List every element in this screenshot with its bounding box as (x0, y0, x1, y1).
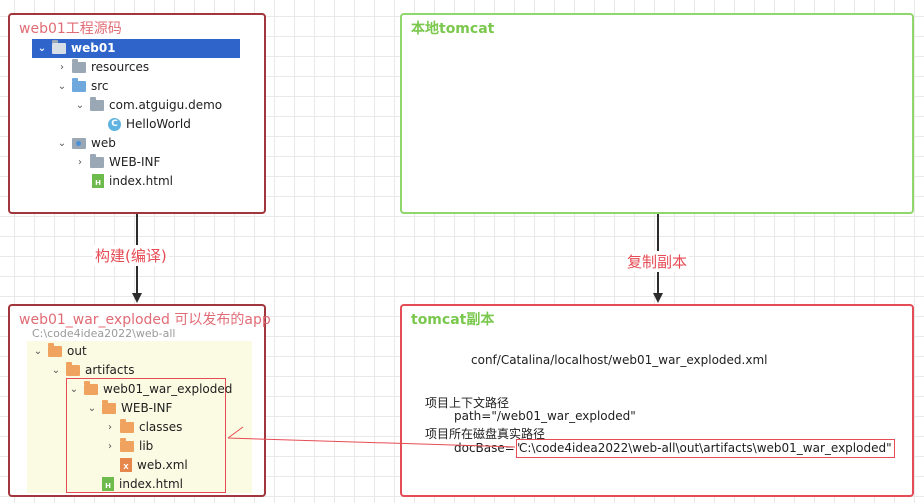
docbase-value: C:\code4idea2022\web-all\out\artifacts\w… (519, 441, 887, 455)
tree-item-resources[interactable]: › resources (56, 58, 149, 76)
folder-icon (84, 380, 98, 395)
tree-item-label: com.atguigu.demo (109, 98, 223, 112)
tree-item-out[interactable]: ⌄ out (32, 342, 87, 360)
folder-icon (102, 399, 116, 414)
folder-icon (48, 342, 62, 357)
chevron-right-icon[interactable]: › (60, 61, 64, 73)
local-tomcat-box: 本地tomcat (400, 13, 914, 214)
config-file-path: conf/Catalina/localhost/web01_war_explod… (471, 353, 768, 367)
tree-item-web-inf[interactable]: ⌄ WEB-INF (86, 399, 172, 417)
artifact-root-path: C:\code4idea2022\web-all (32, 327, 176, 340)
tree-item-label: web01 (71, 41, 116, 55)
docbase-value-frame: C:\code4idea2022\web-all\out\artifacts\w… (516, 439, 895, 458)
folder-icon (72, 58, 86, 73)
package-icon (90, 96, 104, 111)
chevron-right-icon[interactable]: › (108, 421, 112, 433)
tree-item-label: WEB-INF (109, 155, 161, 169)
chevron-down-icon[interactable]: ⌄ (33, 345, 43, 357)
source-project-box: web01工程源码 ⌄ web01 › resources ⌄ src ⌄ co… (8, 13, 266, 214)
tree-item-package[interactable]: ⌄ com.atguigu.demo (74, 96, 222, 114)
folder-icon (120, 418, 134, 433)
tree-item-label: classes (139, 420, 183, 434)
tree-item-label: WEB-INF (121, 401, 173, 415)
tree-item-index-html[interactable]: H index.html (92, 172, 173, 190)
docbase-prefix: docBase=" (454, 441, 521, 455)
tree-item-label: index.html (119, 477, 183, 491)
exploded-highlight-frame (66, 378, 226, 493)
tree-selection-highlight (32, 39, 240, 58)
module-folder-icon (52, 39, 66, 54)
docbase-suffix: " (886, 441, 892, 455)
folder-icon (120, 437, 134, 452)
artifact-box: web01_war_exploded 可以发布的app C:\code4idea… (8, 304, 271, 497)
tree-item-web[interactable]: ⌄ web (56, 134, 116, 152)
chevron-down-icon[interactable]: ⌄ (75, 99, 85, 111)
source-folder-icon (72, 77, 86, 92)
tree-item-index-html[interactable]: H index.html (102, 475, 183, 493)
chevron-right-icon[interactable]: › (108, 440, 112, 452)
java-class-icon: C (108, 117, 121, 131)
source-box-title: web01工程源码 (19, 21, 122, 37)
build-arrow-head (132, 293, 142, 303)
tree-item-src[interactable]: ⌄ src (56, 77, 109, 95)
context-path-label: 项目上下文路径 (425, 396, 510, 410)
chevron-down-icon[interactable]: ⌄ (87, 402, 97, 414)
tree-item-label: out (67, 344, 87, 358)
web-folder-icon (72, 137, 86, 149)
tree-item-lib[interactable]: › lib (104, 437, 153, 455)
copy-arrow-head (653, 293, 663, 303)
chevron-down-icon[interactable]: ⌄ (51, 364, 61, 376)
tree-item-helloworld[interactable]: C HelloWorld (108, 115, 191, 133)
tree-item-label: resources (91, 60, 150, 74)
tomcat-box-title: 本地tomcat (411, 21, 495, 37)
chevron-down-icon[interactable]: ⌄ (57, 80, 67, 92)
tree-item-label: web (91, 136, 116, 150)
build-arrow-label: 构建(编译) (93, 245, 169, 266)
tree-item-web-xml[interactable]: X web.xml (120, 456, 188, 474)
chevron-down-icon[interactable]: ⌄ (69, 383, 79, 395)
chevron-right-icon[interactable]: › (78, 156, 82, 168)
artifact-box-title: web01_war_exploded 可以发布的app (19, 312, 271, 328)
xml-file-icon: X (120, 458, 132, 472)
tomcat-copy-box: tomcat副本 conf/Catalina/localhost/web01_w… (400, 304, 914, 497)
artifact-tree-panel (27, 341, 252, 493)
tree-item-artifacts[interactable]: ⌄ artifacts (50, 361, 134, 379)
tree-item-web-inf[interactable]: › WEB-INF (74, 153, 160, 171)
html-file-icon: H (102, 477, 114, 491)
folder-icon (66, 361, 80, 376)
tree-item-classes[interactable]: › classes (104, 418, 182, 436)
copy-arrow-label: 复制副本 (625, 251, 690, 272)
tree-item-label: artifacts (85, 363, 135, 377)
html-file-icon: H (92, 174, 104, 188)
tree-item-label: src (91, 79, 109, 93)
disk-path-label: 项目所在磁盘真实路径 (425, 427, 546, 441)
path-attribute: path="/web01_war_exploded" (454, 409, 636, 423)
folder-icon (90, 153, 104, 168)
tree-item-label: web.xml (137, 458, 188, 472)
chevron-down-icon[interactable]: ⌄ (57, 137, 67, 149)
chevron-down-icon[interactable]: ⌄ (37, 42, 47, 54)
tree-item-label: lib (139, 439, 154, 453)
tree-item-web01-war-exploded[interactable]: ⌄ web01_war_exploded (68, 380, 232, 398)
tree-item-label: index.html (109, 174, 173, 188)
tree-item-label: web01_war_exploded (103, 382, 233, 396)
tree-item-web01[interactable]: ⌄ web01 (36, 39, 116, 57)
tomcat-copy-title: tomcat副本 (411, 312, 495, 328)
tree-item-label: HelloWorld (126, 117, 191, 131)
